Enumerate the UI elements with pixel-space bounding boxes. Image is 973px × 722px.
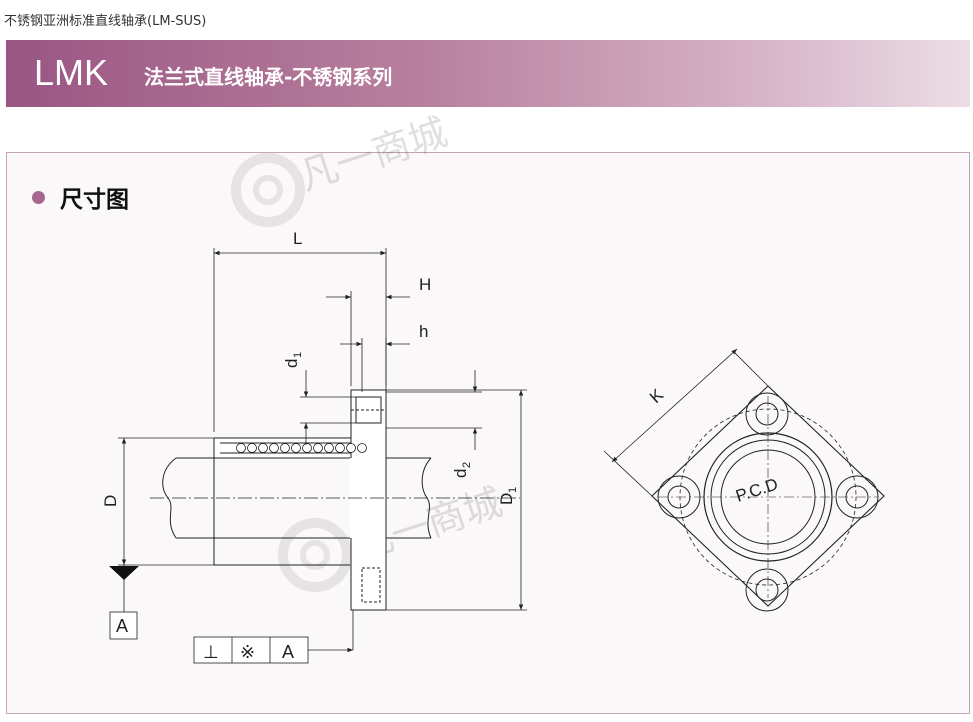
datum-triangle-icon xyxy=(109,566,139,580)
watermark-text: 凡一商城 xyxy=(294,110,452,199)
front-view xyxy=(651,385,885,612)
svg-text:1: 1 xyxy=(507,487,519,493)
tolerance-datum: A xyxy=(282,642,294,662)
dimension-panel xyxy=(6,152,970,714)
bullet-icon xyxy=(32,190,45,204)
svg-text:d: d xyxy=(451,469,470,478)
section-title: 尺寸图 xyxy=(60,187,129,213)
svg-text:D: D xyxy=(497,493,516,505)
label-pcd: P.C.D xyxy=(733,474,780,505)
svg-text:2: 2 xyxy=(461,462,473,468)
tolerance-frame: ⊥ ※ A xyxy=(193,636,309,664)
svg-text:A: A xyxy=(116,616,128,636)
product-code: LMK xyxy=(34,52,109,93)
k-dimension xyxy=(603,348,769,497)
label-H: H xyxy=(419,275,431,294)
label-D1: D 1 xyxy=(497,487,519,505)
section-header: 尺寸图 xyxy=(32,180,129,214)
label-L: L xyxy=(293,229,302,248)
breadcrumb: 不锈钢亚洲标准直线轴承(LM-SUS) xyxy=(4,14,207,29)
perpendicularity-icon: ⊥ xyxy=(203,642,219,662)
svg-text:1: 1 xyxy=(292,352,304,358)
label-d2: d 2 xyxy=(451,462,473,478)
datum-box: A xyxy=(109,611,138,640)
label-D: D xyxy=(101,495,120,507)
page-title: 法兰式直线轴承-不锈钢系列 xyxy=(144,65,393,89)
label-K: K xyxy=(646,385,668,407)
tolerance-symbol: ※ xyxy=(240,642,255,662)
label-h: h xyxy=(419,322,428,341)
dimension-lines xyxy=(118,248,527,653)
watermark-logo xyxy=(231,153,352,592)
label-d1: d 1 xyxy=(282,352,304,368)
svg-text:d: d xyxy=(282,359,301,368)
title-banner: LMK 法兰式直线轴承-不锈钢系列 xyxy=(6,40,970,107)
ball-row xyxy=(236,443,367,453)
